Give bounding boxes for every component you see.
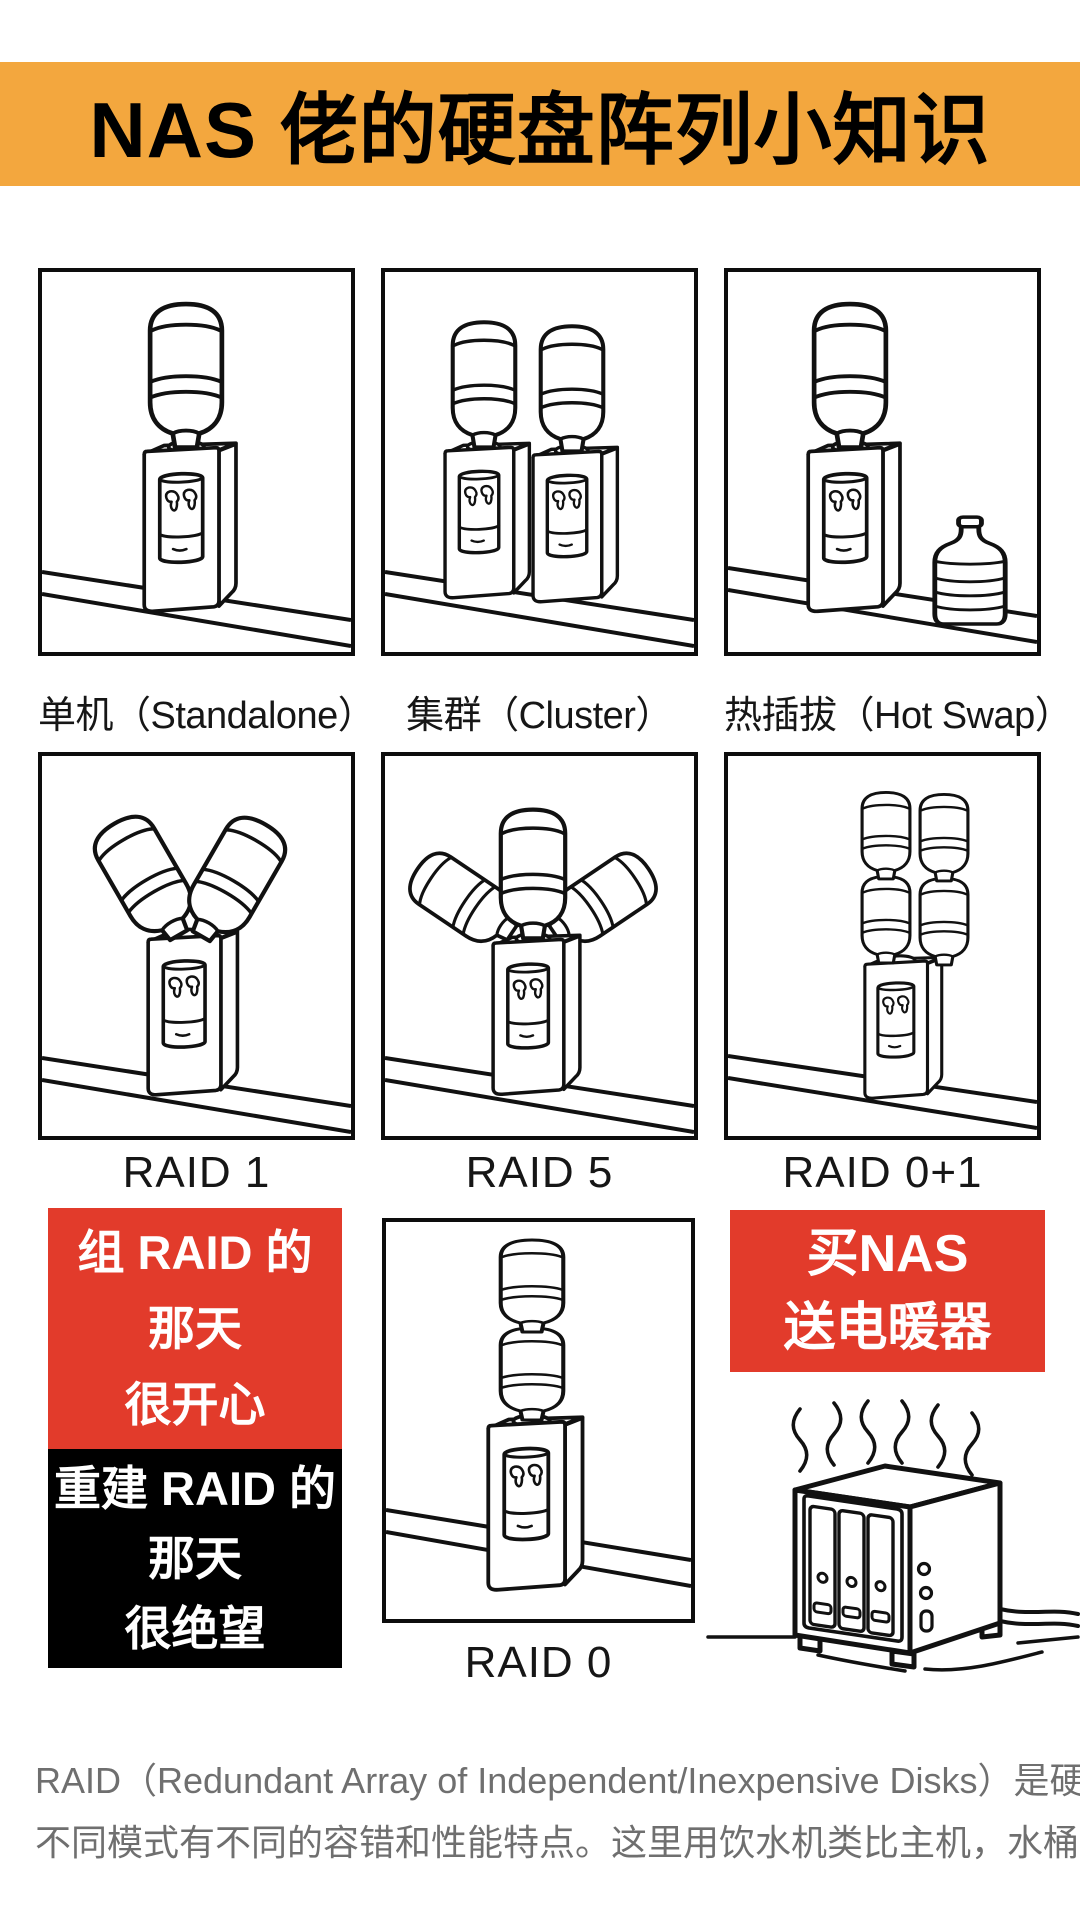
nas-heater-illustration [700,1385,1080,1715]
footer-line-2: 不同模式有不同的容错和性能特点。这里用饮水机类比主机，水桶类比硬盘。 [35,1822,1080,1863]
hotswap-illustration [728,272,1037,644]
panel-standalone [38,268,355,656]
callout-line: 那天 [148,1531,242,1585]
label-raid01: RAID 0+1 [782,1148,983,1197]
callout-line: 送电暖器 [783,1299,992,1357]
footer-note: RAID（Redundant Array of Independent/Inex… [35,1750,1080,1874]
label-standalone: 单机（Standalone） [38,695,376,737]
raid0-illustration [386,1222,691,1592]
callout-line: 组 RAID 的 [77,1225,313,1279]
footer-line-1: RAID（Redundant Array of Independent/Inex… [35,1760,1080,1801]
callout-line: 买NAS [806,1225,969,1283]
callout-line: 很开心 [124,1377,266,1431]
callout-line: 重建 RAID 的 [54,1461,336,1515]
raid5-illustration [385,756,694,1134]
panel-hotswap [724,268,1041,656]
nas-box-icon [706,1399,1080,1673]
callout-line: 那天 [148,1301,242,1355]
standalone-illustration [42,272,351,648]
label-raid5: RAID 5 [465,1148,614,1197]
callout-nas-heater: 买NAS 送电暖器 [730,1210,1045,1372]
label-raid1: RAID 1 [122,1148,271,1197]
label-cluster: 集群（Cluster） [406,695,673,737]
label-raid0: RAID 0 [464,1638,613,1687]
raid01-illustration [728,790,1037,1130]
callout-raid-day-happy: 组 RAID 的 那天 很开心 [48,1208,342,1449]
label-hotswap: 热插拔（Hot Swap） [724,695,1073,737]
raid1-illustration [42,756,351,1134]
panel-raid1 [38,752,355,1140]
panel-raid01 [724,752,1041,1140]
callout-line: 很绝望 [124,1601,266,1655]
title-banner: NAS 佬的硬盘阵列小知识 [0,62,1080,186]
panel-raid5 [381,752,698,1140]
page-title: NAS 佬的硬盘阵列小知识 [89,86,991,174]
panel-cluster [381,268,698,656]
callout-rebuild-day-despair: 重建 RAID 的 那天 很绝望 [48,1449,342,1668]
cluster-illustration [385,272,694,648]
panel-raid0 [382,1218,695,1623]
